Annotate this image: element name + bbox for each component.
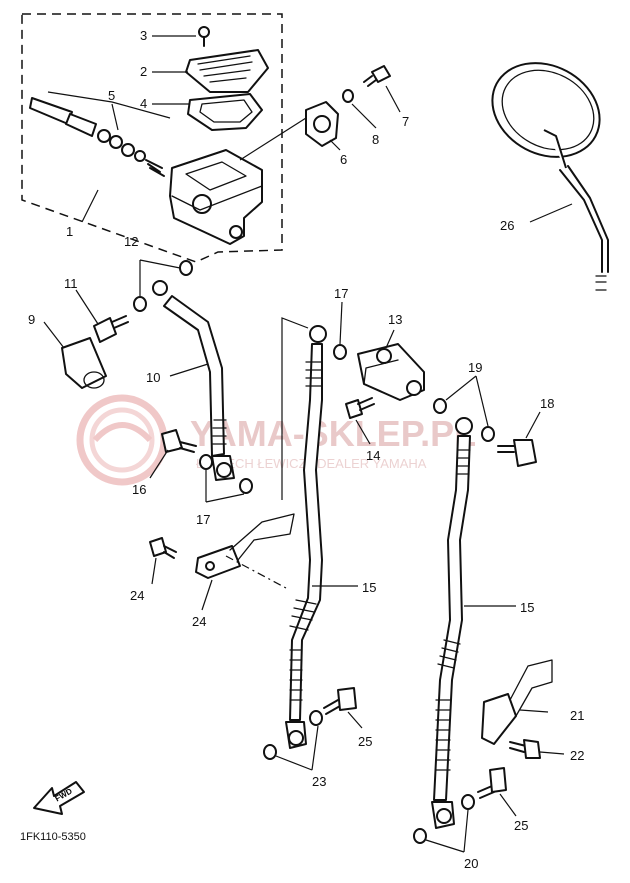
drawing-code: 1FK110-5350 <box>20 831 86 843</box>
leader-lines <box>43 35 573 853</box>
callout-25-right: 20 <box>464 856 478 871</box>
callout-14: 14 <box>366 448 380 463</box>
callout-labels: 3 2 4 5 1 6 8 7 26 12 11 9 10 16 17 17 1… <box>28 28 584 871</box>
callout-20: 21 <box>570 708 584 723</box>
callout-2: 2 <box>140 64 147 79</box>
part-23-bolt <box>149 537 177 559</box>
callout-15-right: 15 <box>520 600 534 615</box>
callout-13: 13 <box>388 312 402 327</box>
part-16-union-bolt <box>161 429 197 453</box>
callout-24-right: 25 <box>514 818 528 833</box>
callout-3: 3 <box>140 28 147 43</box>
part-24-bolt-right <box>477 767 507 799</box>
part-13-brake-hose-joint <box>357 343 425 401</box>
callout-7: 7 <box>402 114 409 129</box>
callout-19: 19 <box>468 360 482 375</box>
part-11-union-bolt <box>93 315 129 343</box>
part-8-washer <box>342 89 354 103</box>
part-21-bolt <box>509 739 541 759</box>
callout-8: 8 <box>372 132 379 147</box>
callout-26: 26 <box>500 218 514 233</box>
part-12-washer-lower <box>133 296 147 312</box>
callout-10: 10 <box>146 370 160 385</box>
callout-25-left: 23 <box>312 774 326 789</box>
part-25-washer-left-a <box>309 710 323 726</box>
part-5-piston-kit <box>29 97 165 177</box>
callout-22: 24 <box>192 614 206 629</box>
part-6-clamp <box>305 101 339 147</box>
watermark-brand: YAMA-SKLEP.PL <box>190 413 476 454</box>
callout-15-left: 15 <box>362 580 376 595</box>
part-19-washer-b <box>481 426 495 442</box>
part-14-bolt <box>345 397 375 419</box>
callout-24-left: 25 <box>358 734 372 749</box>
part-15-brake-hose-right <box>431 417 473 829</box>
callout-4: 4 <box>140 96 147 111</box>
callout-1: 1 <box>66 224 73 239</box>
part-4-diaphragm <box>187 93 263 131</box>
master-cylinder-assembly-outline <box>21 13 283 263</box>
part-3-screw <box>198 26 210 47</box>
part-22-hose-holder <box>195 513 295 579</box>
part-19-washer-a <box>433 398 447 414</box>
part-9-cover <box>61 337 107 389</box>
part-17-washer-a <box>199 454 213 470</box>
callout-23: 24 <box>130 588 144 603</box>
fwd-arrow: FWD <box>33 781 85 815</box>
callout-12: 12 <box>124 234 138 249</box>
part-24-bolt-left <box>323 687 357 715</box>
part-12-washer-upper <box>179 260 193 276</box>
part-20-hose-holder <box>481 659 553 745</box>
part-1-master-cylinder-body <box>169 149 263 245</box>
part-25-washer-left-b <box>263 744 277 760</box>
callout-5: 5 <box>108 88 115 103</box>
callout-6: 6 <box>340 152 347 167</box>
part-17-washer-c <box>333 344 347 360</box>
part-26-mirror <box>491 62 609 291</box>
part-10-brake-hose <box>152 280 235 481</box>
part-25-washer-right-b <box>413 828 427 844</box>
callout-16: 16 <box>132 482 146 497</box>
callout-17-top: 17 <box>334 286 348 301</box>
part-17-washer-b <box>239 478 253 494</box>
callout-18: 18 <box>540 396 554 411</box>
callout-9: 9 <box>28 312 35 327</box>
callout-17-left: 17 <box>196 512 210 527</box>
callout-11: 11 <box>64 276 78 291</box>
part-25-washer-right-a <box>461 794 475 810</box>
part-18-union-bolt <box>497 439 537 467</box>
part-7-bolt <box>363 65 391 87</box>
watermark: YAMA-SKLEP.PL ŁOCIECH ŁEWICZ | DEALER YA… <box>76 394 476 486</box>
callout-21: 22 <box>570 748 584 763</box>
part-15-brake-hose-left <box>285 325 327 749</box>
part-2-reservoir-cap <box>185 49 269 93</box>
